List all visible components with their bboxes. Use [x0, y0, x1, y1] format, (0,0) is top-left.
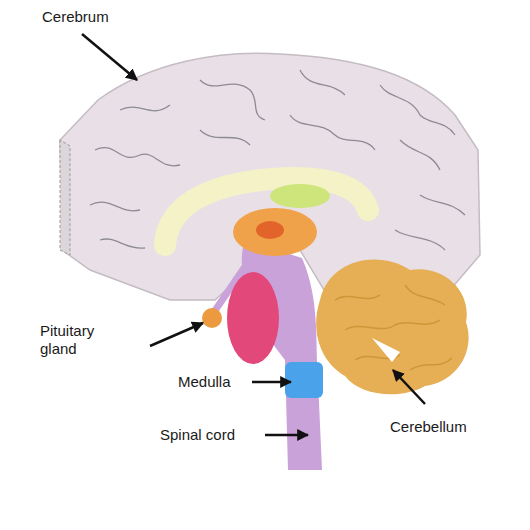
cerebellum-slit [372, 338, 400, 362]
medulla-shape [285, 362, 323, 398]
part-label: Cerebrum [42, 8, 152, 26]
thalamus-center [256, 221, 284, 239]
leader-arrow [265, 434, 308, 437]
leader-arrow [82, 34, 137, 80]
part-label: Spinal cord [160, 426, 265, 444]
thalamus [233, 208, 317, 256]
part-label: Pituitary gland [40, 322, 112, 358]
paper-fold [60, 140, 70, 255]
cerebellum-folia [335, 285, 452, 370]
fornix-region [270, 184, 330, 208]
pons [227, 272, 279, 364]
gyri-lines [90, 70, 465, 250]
leader-arrow [393, 370, 425, 404]
part-label: Medulla [178, 373, 258, 391]
leader-arrow [150, 323, 203, 346]
leader-arrow [252, 381, 291, 384]
cerebellum-shape [316, 260, 468, 395]
pituitary-shape [202, 308, 222, 328]
part-label: Cerebellum [390, 418, 500, 436]
